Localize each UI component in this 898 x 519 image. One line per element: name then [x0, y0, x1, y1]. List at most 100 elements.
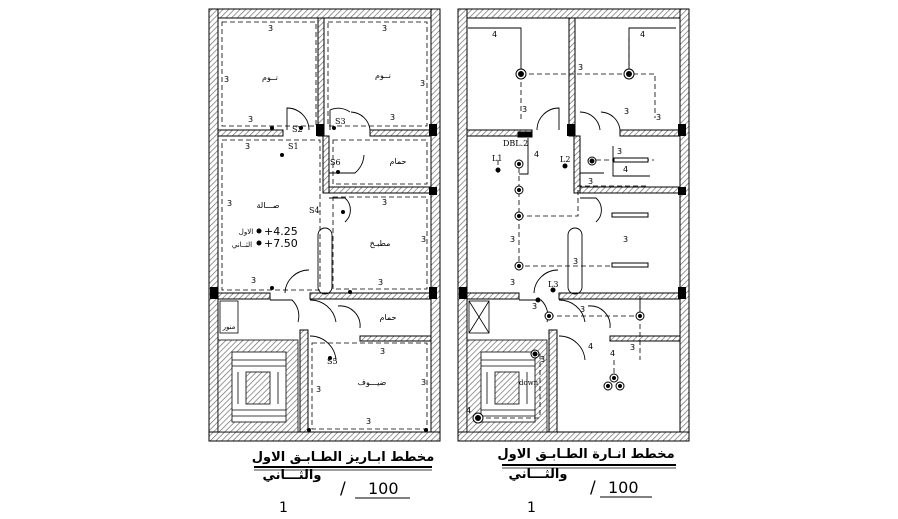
left-staircase [217, 339, 299, 433]
circuit-num: 4 [623, 165, 628, 174]
circuit-num: 4 [640, 30, 645, 39]
left-duct [219, 300, 239, 334]
circuit-num: 3 [630, 343, 635, 352]
circuit-num: 3 [573, 257, 578, 266]
room-label-bed1: نــوم [262, 73, 278, 82]
switch-s6: S6 [330, 158, 341, 167]
right-title: مخطط انـارة الطـابـق الاول [497, 447, 674, 462]
room-label-bath2: حمام [380, 313, 397, 322]
circuit-num: 3 [617, 147, 622, 156]
circuit-num: 3 [421, 235, 426, 244]
right-scale-num: 1 [527, 500, 536, 516]
right-wall-h5 [466, 292, 520, 300]
circuit-num: 3 [420, 79, 425, 88]
level-second: +7.50 [264, 237, 298, 250]
right-subtitle: والثـــاني [509, 467, 568, 482]
circuit-num: 3 [532, 302, 537, 311]
right-wall-h2 [573, 186, 681, 194]
room-label-hall: صـــالة [257, 201, 280, 210]
room-label-kitchen: مطبـخ [370, 239, 391, 248]
fluorescent-tube [613, 157, 649, 163]
circuit-num: 3 [224, 75, 229, 84]
right-plan: DBL.2 L1 L2 L3 down 4 4 3 3 3 3 4 3 4 3 … [457, 8, 690, 442]
right-fixtures [472, 68, 649, 424]
circuit-num: 3 [316, 385, 321, 394]
level-first: +4.25 [264, 225, 298, 238]
label-l2: L2 [560, 155, 570, 164]
left-wall-mid-v [317, 17, 325, 137]
circuit-num: 3 [227, 199, 232, 208]
left-scale: 100 [368, 479, 399, 498]
circuit-num: 3 [578, 63, 583, 72]
circuit-num: 3 [540, 355, 545, 364]
right-wall-right [679, 8, 690, 442]
fluorescent-tube [611, 262, 649, 268]
circuit-num: 3 [510, 235, 515, 244]
circuit-num: 4 [534, 150, 539, 159]
right-duct [468, 300, 490, 334]
right-wall-top [457, 8, 690, 19]
left-wall-stair-v [299, 329, 309, 433]
circuit-num: 3 [251, 276, 256, 285]
circuit-num: 3 [510, 278, 515, 287]
circuit-num: 4 [466, 406, 471, 415]
circuit-num: 4 [610, 349, 615, 358]
circuit-num: 3 [382, 24, 387, 33]
right-wall-mid-v [568, 17, 576, 137]
label-down: down [519, 379, 539, 387]
distribution-board [517, 131, 533, 138]
right-wall-bath-v [573, 135, 581, 194]
left-wall-bottom [208, 431, 441, 442]
left-title-block: مخطط ابـاريز الطـابـق الاول والثـــاني /… [252, 450, 435, 516]
circuit-num: 3 [366, 417, 371, 426]
circuit-num: 3 [382, 198, 387, 207]
right-wall-bottom [457, 431, 690, 442]
left-wall-h3 [309, 292, 432, 300]
left-wall-bath-v [322, 135, 330, 194]
circuit-num: 3 [380, 347, 385, 356]
circuit-num: 3 [656, 113, 661, 122]
left-wall-right [430, 8, 441, 442]
circuit-num: 3 [580, 305, 585, 314]
room-label-second: الثــاني [232, 241, 252, 249]
left-switch-dots [270, 126, 428, 432]
circuit-num: 3 [245, 142, 250, 151]
left-wall-h1 [217, 129, 284, 137]
left-wall-h5 [217, 292, 271, 300]
circuit-num: 3 [248, 115, 253, 124]
right-scale: 100 [608, 478, 639, 497]
right-wall-h4 [609, 335, 681, 342]
right-scale-sep: / [590, 478, 596, 498]
fluorescent-tube [611, 212, 649, 218]
circuit-num: 3 [624, 107, 629, 116]
switch-s2: S2 [292, 125, 303, 134]
switch-s3: S3 [335, 117, 346, 126]
circuit-num: 4 [588, 342, 593, 351]
left-wall-left [208, 8, 219, 442]
right-wall-left [457, 8, 468, 442]
left-wall-h1b [369, 129, 432, 137]
left-columns [210, 124, 437, 299]
circuit-num: 3 [588, 177, 593, 186]
label-l1: L1 [492, 154, 502, 163]
right-home-runs [468, 27, 676, 312]
right-title-block: مخطط انـارة الطـابـق الاول والثـــاني / … [497, 447, 676, 516]
left-title: مخطط ابـاريز الطـابـق الاول [252, 450, 435, 465]
circuit-num: 3 [522, 105, 527, 114]
circuit-num: 3 [390, 113, 395, 122]
right-columns [459, 124, 686, 299]
left-wall-h4 [359, 335, 432, 342]
label-dbl: DBL.2 [503, 139, 528, 148]
right-wall-h1b [619, 129, 681, 137]
room-label-bed2: نــوم [375, 71, 391, 80]
left-wall-top [208, 8, 441, 19]
room-label-bath1: حمام [390, 157, 407, 166]
left-wall-h2 [322, 186, 432, 194]
switch-s5: S5 [327, 357, 338, 366]
circuit-num: 3 [268, 24, 273, 33]
room-label-first: الاول [239, 228, 253, 236]
switch-s4: S4 [309, 206, 320, 215]
room-label-guest: ضيـــوف [358, 378, 387, 387]
right-wall-stair-v [548, 329, 558, 433]
